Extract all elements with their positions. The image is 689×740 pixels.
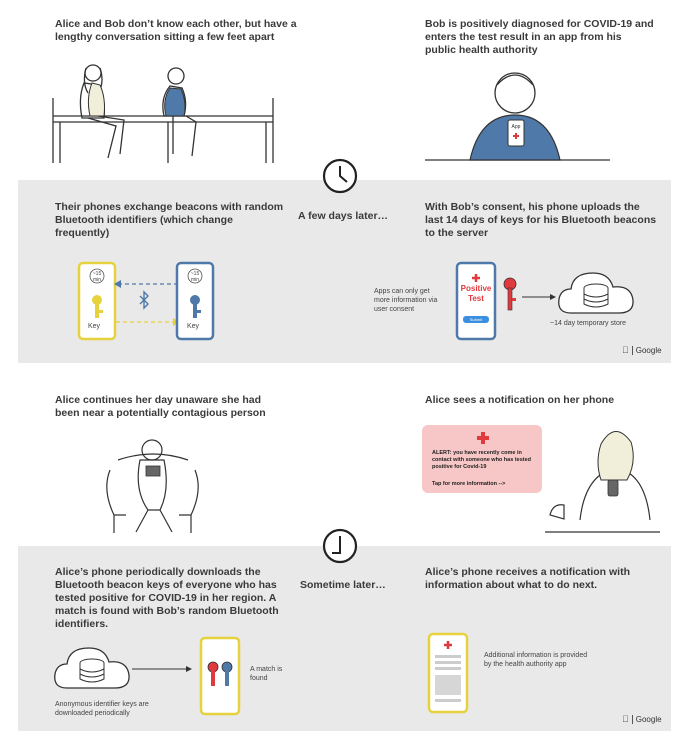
alice-bob-bench-illustration bbox=[52, 64, 274, 163]
alert-text: ALERT: you have recently come in contact… bbox=[432, 450, 537, 471]
caption-mid-left: Alice continues her day unaware she had … bbox=[55, 394, 266, 419]
red-key-icon bbox=[503, 277, 517, 311]
bob-phone bbox=[175, 261, 215, 341]
clock-icon bbox=[322, 158, 358, 194]
app-label: App bbox=[512, 124, 521, 130]
bluetooth-icon bbox=[139, 290, 149, 310]
caption-band1-middle: A few days later… bbox=[298, 210, 389, 222]
caption-band1-left: Their phones exchange beacons with rando… bbox=[55, 201, 284, 239]
apple-google-logo: Google bbox=[622, 345, 662, 355]
server-cloud-icon bbox=[558, 272, 634, 314]
google-logo-2: Google bbox=[629, 714, 662, 724]
caption-mid-right: Alice sees a notification on her phone bbox=[425, 394, 615, 406]
positive-test-label: Positive Test bbox=[460, 284, 492, 303]
band-2 bbox=[18, 546, 671, 731]
alice-match-phone bbox=[199, 636, 241, 716]
alice-phone bbox=[77, 261, 117, 341]
apple-logo-2:  bbox=[622, 714, 629, 724]
alice-notification-illustration bbox=[545, 431, 660, 533]
red-cross-icon bbox=[477, 432, 489, 444]
alert-tap[interactable]: Tap for more information --> bbox=[432, 481, 506, 487]
bob-diagnosed-illustration: App bbox=[425, 72, 610, 161]
caption-band2-left: Alice’s phone periodically downloads the… bbox=[55, 566, 279, 630]
caption-top-right: Bob is positively diagnosed for COVID-19… bbox=[425, 18, 654, 56]
caption-band2-middle: Sometime later… bbox=[300, 579, 386, 591]
info-note: Additional information is provided by th… bbox=[484, 652, 588, 668]
alert-title: ALERT: bbox=[432, 450, 452, 456]
google-logo: Google bbox=[629, 345, 662, 355]
caption-top-left: Alice and Bob don’t know each other, but… bbox=[55, 18, 297, 43]
submit-button-label: Submit bbox=[469, 317, 483, 322]
alice-key-label: Key bbox=[88, 323, 101, 330]
band-1 bbox=[18, 180, 671, 363]
caption-band1-right: With Bob’s consent, his phone uploads th… bbox=[425, 201, 657, 239]
alice-phone-timer: ~15 min bbox=[92, 271, 102, 283]
bob-phone-timer: ~15 min bbox=[190, 271, 200, 283]
apple-logo:  bbox=[622, 345, 629, 355]
info-phone bbox=[427, 632, 469, 714]
apple-google-logo-2: Google bbox=[622, 714, 662, 724]
upload-arrow bbox=[522, 294, 556, 300]
bob-key-label: Key bbox=[187, 323, 200, 330]
store-note: ~14 day temporary store bbox=[550, 320, 627, 327]
positive-test-phone bbox=[455, 261, 497, 341]
alert-body: you have recently come in contact with s… bbox=[432, 450, 532, 470]
alice-armchair-illustration bbox=[106, 439, 199, 533]
download-cloud-icon bbox=[54, 647, 130, 689]
match-note: A match is found bbox=[250, 666, 283, 682]
download-arrow bbox=[132, 666, 192, 672]
clock-icon-2 bbox=[322, 528, 358, 564]
download-note: Anonymous identifier keys are downloaded… bbox=[55, 701, 149, 717]
caption-band2-right: Alice’s phone receives a notification wi… bbox=[425, 566, 630, 591]
consent-note: Apps can only get more information via u… bbox=[374, 288, 438, 313]
